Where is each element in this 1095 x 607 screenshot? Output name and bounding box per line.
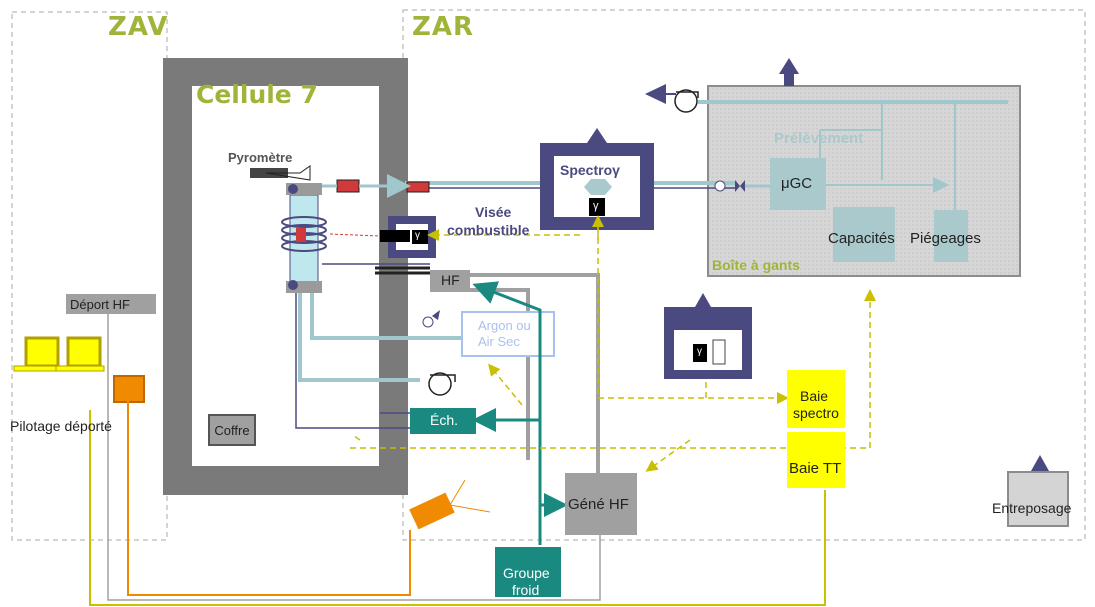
groupe-froid-line1: Groupe [503,565,550,581]
deport-hf-label: Déport HF [70,297,130,312]
magali-gamma-label: γ [697,346,702,357]
groupe-froid-line2: froid [512,582,540,598]
zav-label: ZAV [108,12,169,42]
coffre-box: Coffre [208,414,256,446]
laptop-icon [13,336,63,372]
argon-label-line1: Argon ou [478,318,531,333]
pilotage-label: Pilotage déporté [10,418,112,434]
prelevement-label: Prélèvement [774,130,864,147]
ugc-label: μGC [781,175,813,192]
baie-spectro-line2: spectro [793,405,839,421]
visee-gamma-label: γ [415,230,420,241]
gauge-icon [422,316,434,328]
filter-icon-2 [406,181,430,193]
baie-spectro-box [787,370,845,428]
groupe-froid-box [495,547,561,597]
coffre-label: Coffre [214,422,250,438]
magali-label: MAGALI [684,320,724,331]
deport-hf-box [66,294,156,314]
piegeages-box [934,210,968,262]
valve-icon [714,180,726,192]
orange-monitor-icon [113,375,145,403]
baie-spectro-line1: Baie [800,388,829,404]
camera-icon [409,479,491,530]
cell-7-interior [192,86,379,466]
capacites-box [833,207,895,262]
spectro-gamma-label: γ [593,200,599,212]
capacites-label: Capacités [828,230,895,247]
laptop-icon-2 [55,336,105,372]
gene-hf-label: Géné HF [568,496,629,513]
spectro-detector [589,198,605,216]
boite-label: Boîte à gants [712,257,800,273]
spectro-sample-hex [584,179,612,195]
ech-label: Éch. [430,412,459,428]
hf-label: HF [441,272,460,288]
argon-label-line2: Air Sec [478,334,520,349]
visee-label-line1: Visée [475,204,512,220]
visee-label-line2: combustible [447,222,530,238]
spectro-label: Spectroγ [560,162,620,178]
piegeages-label: Piégeages [910,230,981,247]
ugc-box [770,158,826,210]
filter-icon [336,179,360,193]
zar-label: ZAR [412,12,474,42]
zar-zone-border [402,9,1086,541]
entreposage-label: Entreposage [992,500,1072,516]
hf-box [430,270,470,290]
cell-title: Cellule 7 [196,80,318,109]
baie-tt-label: Baie TT [789,460,842,477]
glovebox-vent-icon [779,58,799,74]
pump-arrow-icon [645,84,666,104]
gene-hf-box [565,473,637,535]
vacuum-pump-icon [674,89,708,113]
pyrometer-label: Pyromètre [228,150,293,165]
baie-tt-box [787,432,845,488]
pump-icon-2 [428,372,456,396]
echangeur-box [410,408,476,434]
entreposage-box [1007,471,1069,527]
